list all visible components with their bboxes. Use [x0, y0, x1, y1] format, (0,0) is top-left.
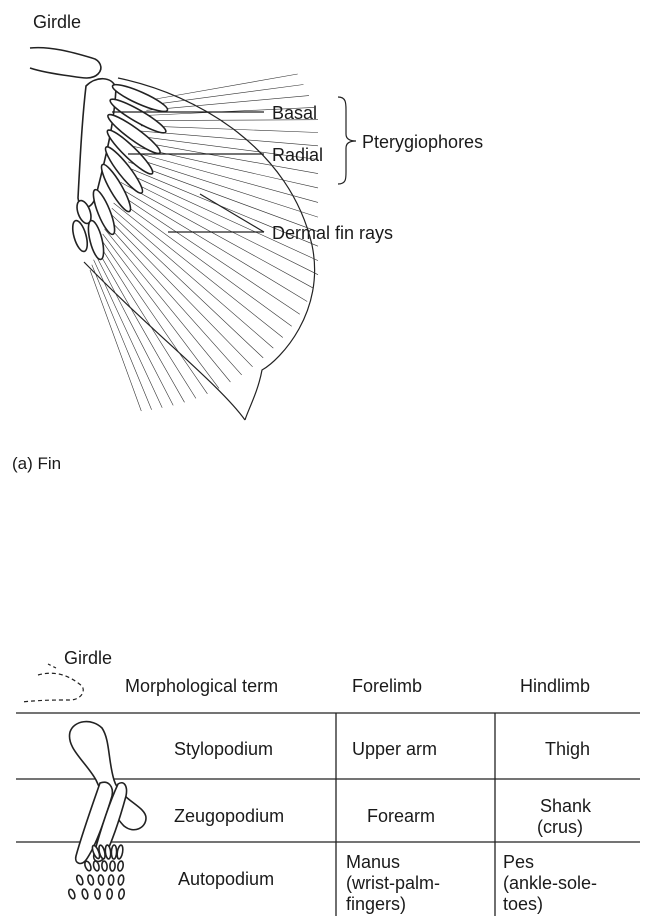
- fin-girdle-bone: [30, 48, 101, 78]
- term-autopodium: Autopodium: [178, 869, 274, 889]
- dermal-fin-rays-label: Dermal fin rays: [272, 223, 393, 243]
- forelimb-autopodium-line-1: Manus: [346, 852, 400, 872]
- fin-ray-line: [96, 255, 174, 406]
- term-stylopodium: Stylopodium: [174, 739, 273, 759]
- digit-bone: [94, 889, 100, 899]
- fin-girdle-label: Girdle: [33, 12, 81, 32]
- fin-ray-line: [101, 239, 207, 394]
- hindlimb-autopodium-line-2: (ankle-sole-: [503, 873, 597, 893]
- fin-web-left-edge: [84, 262, 245, 420]
- digit-bone: [117, 861, 124, 872]
- fin-ray-line: [105, 229, 231, 382]
- pterygiophores-label: Pterygiophores: [362, 132, 483, 152]
- digit-bone: [98, 875, 104, 885]
- fin-ray-line: [114, 203, 283, 338]
- digit-bone: [111, 845, 117, 859]
- basal-label: Basal: [272, 103, 317, 123]
- radial-label: Radial: [272, 145, 323, 165]
- fin-ray-line: [99, 244, 196, 398]
- digit-bone: [108, 875, 114, 885]
- fin-ray-line: [106, 224, 241, 375]
- term-zeugopodium: Zeugopodium: [174, 806, 284, 826]
- fin-ray-line: [90, 270, 141, 411]
- digit-bone: [76, 874, 85, 885]
- fin-ray-line: [94, 260, 163, 408]
- pterygiophores-brace: [338, 97, 356, 184]
- digit-bone: [118, 875, 125, 886]
- digit-bone: [118, 889, 125, 900]
- forelimb-zeugopodium: Forearm: [367, 806, 435, 826]
- header-forelimb: Forelimb: [352, 676, 422, 696]
- hindlimb-stylopodium: Thigh: [545, 739, 590, 759]
- fin-ray-line: [139, 131, 318, 146]
- digit-bone: [110, 861, 116, 871]
- fin-caption: (a) Fin: [12, 454, 61, 473]
- limb-girdle-dash: [48, 664, 56, 668]
- hindlimb-autopodium-line-3: toes): [503, 894, 543, 914]
- hindlimb-autopodium-line-1: Pes: [503, 852, 534, 872]
- digit-bone: [101, 861, 107, 871]
- fin-ray-line: [103, 234, 219, 389]
- fin-ray-line: [128, 162, 318, 232]
- forelimb-stylopodium: Upper arm: [352, 739, 437, 759]
- fin-ray-line: [150, 74, 298, 100]
- digit-bone: [87, 875, 94, 886]
- fin-figure: Girdle Basal Radial: [12, 12, 483, 473]
- forelimb-autopodium-line-3: fingers): [346, 894, 406, 914]
- hindlimb-zeugopodium-line-1: Shank: [540, 796, 592, 816]
- header-hindlimb: Hindlimb: [520, 676, 590, 696]
- digit-bone: [84, 860, 93, 871]
- digit-bone: [107, 889, 113, 899]
- digit-bone: [116, 845, 124, 860]
- hindlimb-zeugopodium-line-2: (crus): [537, 817, 583, 837]
- limb-figure: Girdle Morphological term Forelimb Hindl…: [16, 648, 640, 916]
- header-morphological-term: Morphological term: [125, 676, 278, 696]
- forelimb-autopodium-line-2: (wrist-palm-: [346, 873, 440, 893]
- digit-bone: [68, 888, 77, 899]
- fin-rays-leader-line-1: [200, 194, 264, 232]
- limb-girdle-label: Girdle: [64, 648, 112, 668]
- fin-ray-line: [125, 172, 319, 261]
- fin-ray-line: [117, 193, 299, 315]
- digit-bone: [105, 845, 112, 859]
- digit-bone: [81, 889, 88, 900]
- limb-girdle-bone: [22, 673, 83, 702]
